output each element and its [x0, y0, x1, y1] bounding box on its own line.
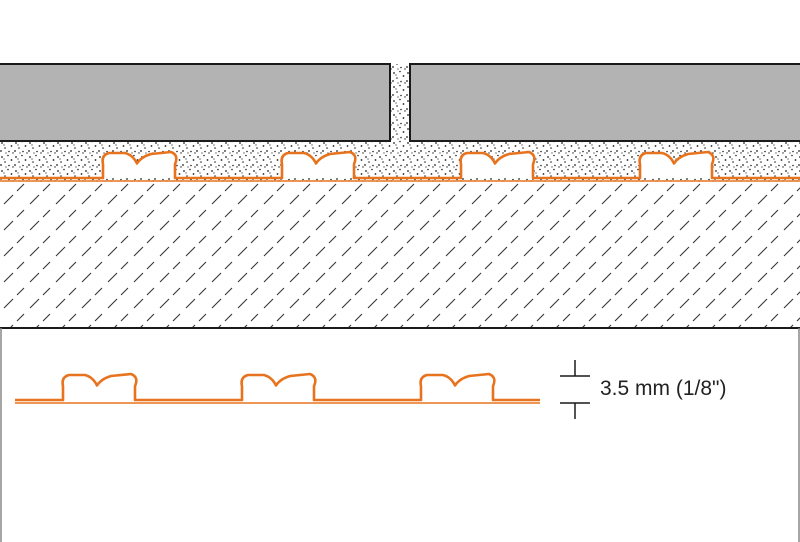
section-membrane-profile-line [0, 150, 800, 180]
thickness-label: 3.5 mm (1/8") [600, 377, 727, 400]
detail-membrane-cavity-fill-3 [420, 374, 495, 400]
section-membrane-cavity-fill-1 [102, 152, 177, 178]
uncoupling-membrane [0, 150, 800, 182]
detail-membrane-cavity-fill-2 [241, 374, 316, 400]
tile-right [409, 63, 800, 142]
thickness-dimension [560, 360, 590, 419]
section-membrane-cavity-fill-4 [639, 152, 714, 178]
membrane-detail [15, 372, 540, 404]
tile-left [0, 63, 391, 142]
substrate [0, 182, 800, 328]
detail-membrane-cavity-fill-1 [62, 374, 137, 400]
section-membrane-cavity-fill-3 [460, 152, 535, 178]
section-membrane-cavity-fill-2 [281, 152, 356, 178]
grout-joint [390, 64, 410, 141]
detail-membrane-profile-line [15, 372, 540, 402]
